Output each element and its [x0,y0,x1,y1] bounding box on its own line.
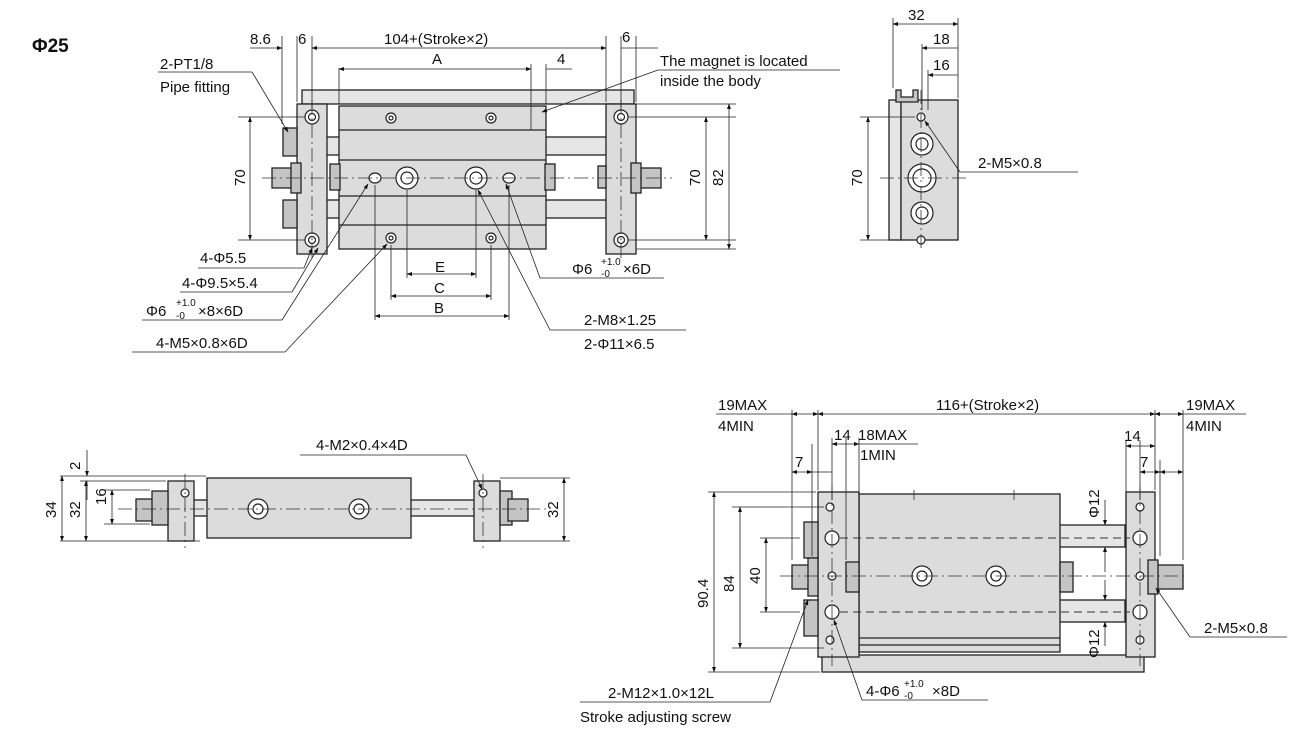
top-plate [301,89,635,105]
dim-18max: 18MAX [858,427,907,444]
dim-1min: 1MIN [860,447,896,464]
dim-16: 16 [933,57,950,74]
bottom-base [821,654,1145,673]
dim-90-4: 90.4 [695,579,712,608]
dim-104-stroke: 104+(Stroke×2) [384,31,488,48]
label-phi6-right-sub: -0 [601,269,610,280]
dim-7-left: 7 [795,454,803,471]
dim-4: 4 [557,51,565,68]
label-2-m12: 2-M12×1.0×12L [608,685,714,702]
label-phi6-right-tail: ×6D [623,261,651,278]
dim-4min-right: 4MIN [1186,418,1222,435]
side-right-plate [473,480,501,542]
label-phi6-left-sub: -0 [176,311,185,322]
dim-70-right: 70 [687,169,704,186]
dim-phi12-top: Φ12 [1086,489,1103,518]
dim-7-right: 7 [1140,454,1148,471]
dim-B: B [434,300,444,317]
bottom-body [858,493,1061,653]
label-magnet-1: The magnet is located [660,53,808,70]
label-phi6-left-sup: +1.0 [176,298,196,309]
dim-70-left: 70 [232,169,249,186]
dim-32-left: 32 [67,501,84,518]
dim-19max-right: 19MAX [1186,397,1235,414]
dim-phi12-bottom: Φ12 [1086,629,1103,658]
side-left-plate [167,480,195,542]
label-4-phi9-5: 4-Φ9.5×5.4 [182,275,258,292]
side-view-body [206,477,412,539]
label-pipe-fitting: Pipe fitting [160,79,230,96]
dim-14-right: 14 [1124,428,1141,445]
label-4-m5: 4-M5×0.8×6D [156,335,248,352]
dim-6-right: 6 [622,29,630,46]
dim-14-left: 14 [834,427,851,444]
label-4-phi6-bottom-sub: -0 [904,691,913,702]
end-view-rail [895,89,919,103]
label-2-m5-bottom: 2-M5×0.8 [1204,620,1268,637]
top-view: 8.6 6 104+(Stroke×2) 6 A 4 70 70 82 [132,29,840,353]
label-2-m5-end: 2-M5×0.8 [978,155,1042,172]
dim-4min-left: 4MIN [718,418,754,435]
dim-32: 32 [908,7,925,24]
label-4-phi6-bottom-tail: ×8D [932,683,960,700]
dim-116-stroke: 116+(Stroke×2) [936,397,1039,414]
label-4-phi6-bottom-sup: +1.0 [904,679,924,690]
dim-8-6: 8.6 [250,31,271,48]
label-magnet-2: inside the body [660,73,761,90]
dim-40: 40 [747,567,764,584]
dim-E: E [435,259,445,276]
label-4-phi6-bottom: 4-Φ6 [866,683,900,700]
label-phi6-left: Φ6 [146,303,166,320]
dim-84: 84 [721,575,738,592]
size-title: Φ25 [32,36,69,57]
side-view: 2 34 32 16 32 4-M2×0.4×4D [43,437,570,548]
label-phi6-right-sup: +1.0 [601,257,621,268]
label-2-m8: 2-M8×1.25 [584,312,656,329]
label-2-phi11: 2-Φ11×6.5 [584,336,655,353]
label-stroke-adjusting-screw: Stroke adjusting screw [580,709,731,726]
dim-82: 82 [710,169,727,186]
dim-19max-left: 19MAX [718,397,767,414]
dim-34: 34 [43,501,60,518]
end-view: 32 18 16 70 2-M5×0.8 [849,7,1078,250]
dim-32-right: 32 [545,501,562,518]
label-phi6-left-tail: ×8×6D [198,303,243,320]
dim-70-end: 70 [849,169,866,186]
label-4-m2: 4-M2×0.4×4D [316,437,408,454]
dim-18: 18 [933,31,950,48]
dim-A: A [432,51,442,68]
dim-C: C [434,280,445,297]
label-phi6-right: Φ6 [572,261,592,278]
label-2-pt1-8: 2-PT1/8 [160,56,213,73]
dim-2: 2 [67,462,84,470]
bottom-view: 19MAX 4MIN 116+(Stroke×2) 19MAX 4MIN 14 … [580,397,1287,726]
label-4-phi5-5: 4-Φ5.5 [200,250,246,267]
dim-16-side: 16 [93,488,110,505]
dim-6-left: 6 [298,31,306,48]
